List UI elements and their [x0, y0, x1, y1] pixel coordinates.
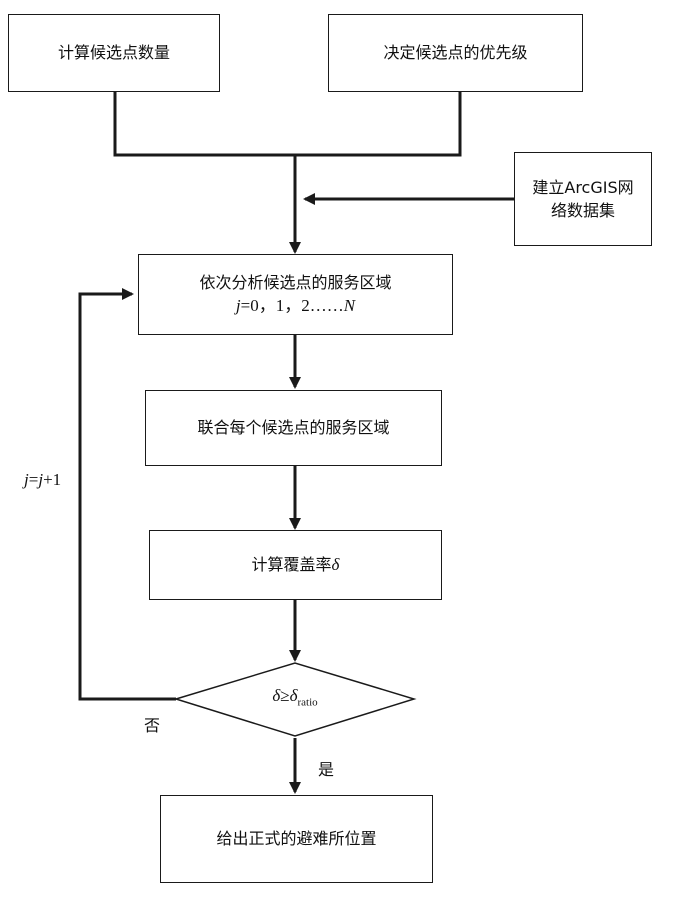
decision-label: δ≥δratio — [245, 686, 345, 708]
coverage-label: 计算覆盖率δ — [252, 553, 340, 578]
analyze-box: 依次分析候选点的服务区域 j=0，1，2……N — [138, 254, 453, 335]
arcgis-box: 建立ArcGIS网 络数据集 — [514, 152, 652, 246]
arcgis-label-line1: 建立ArcGIS网 — [532, 177, 634, 197]
decision-delta: δ — [272, 686, 281, 705]
decision-op: ≥ — [280, 686, 290, 705]
coverage-box: 计算覆盖率δ — [149, 530, 442, 600]
loop-line — [78, 288, 176, 701]
final-box: 给出正式的避难所位置 — [160, 795, 433, 883]
priority-label: 决定候选点的优先级 — [383, 43, 528, 63]
decision-subscript: ratio — [297, 696, 318, 709]
no-label: 否 — [144, 716, 161, 735]
analyze-var-j: j — [235, 295, 241, 315]
analyze-range: =0，1，2…… — [240, 295, 344, 315]
loop-j1: j — [24, 470, 29, 489]
loop-eq: = — [28, 470, 39, 489]
yes-label: 是 — [318, 760, 335, 779]
analyze-label-line2: j=0，1，2……N — [236, 294, 355, 319]
loop-j2: j — [38, 470, 44, 489]
coverage-delta: δ — [331, 554, 340, 574]
decision-delta2: δ — [289, 686, 298, 705]
decision-diamond — [173, 662, 417, 737]
merge-line — [113, 92, 462, 157]
count-candidates-label: 计算候选点数量 — [57, 43, 170, 63]
union-label: 联合每个候选点的服务区域 — [197, 418, 390, 438]
final-label: 给出正式的避难所位置 — [216, 829, 377, 849]
analyze-label-line1: 依次分析候选点的服务区域 — [199, 272, 392, 292]
arcgis-label-line2: 络数据集 — [550, 201, 615, 220]
loop-label: j=j+1 — [24, 470, 61, 490]
union-box: 联合每个候选点的服务区域 — [145, 390, 442, 466]
loop-plus: +1 — [43, 470, 62, 489]
coverage-text: 计算覆盖率 — [251, 554, 332, 574]
analyze-var-N: N — [343, 295, 356, 315]
count-candidates-box: 计算候选点数量 — [8, 14, 220, 92]
priority-box: 决定候选点的优先级 — [328, 14, 583, 92]
